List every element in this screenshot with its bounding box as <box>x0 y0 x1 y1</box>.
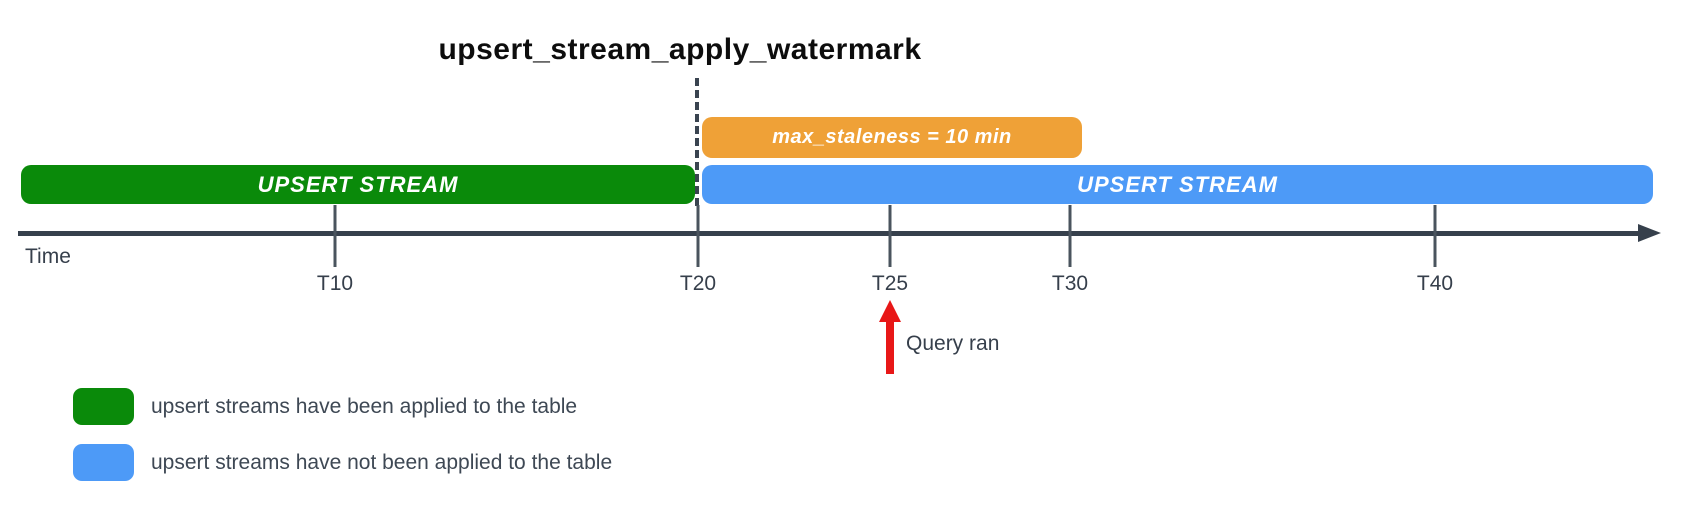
max-staleness-label: max_staleness = 10 min <box>772 126 1012 148</box>
tick-label-t40: T40 <box>1416 272 1454 295</box>
upsert-stream-not-applied-bar: UPSERT STREAM <box>702 165 1653 204</box>
tick-t20 <box>696 205 700 267</box>
tick-label-t20: T20 <box>679 272 717 295</box>
time-axis-line <box>18 231 1640 236</box>
legend-swatch-green <box>73 388 134 425</box>
tick-label-t10: T10 <box>316 272 354 295</box>
legend-swatch-blue <box>73 444 134 481</box>
query-ran-label: Query ran <box>906 332 1000 355</box>
query-ran-arrow-icon <box>879 300 901 322</box>
legend-item-applied: upsert streams have been applied to the … <box>73 388 577 425</box>
time-axis-arrowhead-icon <box>1638 224 1661 242</box>
tick-label-t30: T30 <box>1051 272 1089 295</box>
tick-t40 <box>1433 205 1437 267</box>
upsert-stream-not-applied-label: UPSERT STREAM <box>1077 171 1278 197</box>
tick-t30 <box>1068 205 1072 267</box>
tick-label-t25: T25 <box>871 272 909 295</box>
max-staleness-box: max_staleness = 10 min <box>702 117 1082 158</box>
watermark-dashed-line <box>695 78 699 206</box>
legend-label-applied: upsert streams have been applied to the … <box>151 394 578 418</box>
legend-label-not-applied: upsert streams have not been applied to … <box>151 450 613 474</box>
query-ran-arrow-shaft <box>886 320 894 374</box>
diagram-title: upsert_stream_apply_watermark <box>438 33 922 66</box>
upsert-stream-applied-bar: UPSERT STREAM <box>21 165 695 204</box>
time-axis-label: Time <box>25 245 71 268</box>
tick-t10 <box>333 205 337 267</box>
tick-t25 <box>888 205 892 267</box>
legend-item-not-applied: upsert streams have not been applied to … <box>73 444 612 481</box>
upsert-stream-applied-label: UPSERT STREAM <box>257 171 459 197</box>
